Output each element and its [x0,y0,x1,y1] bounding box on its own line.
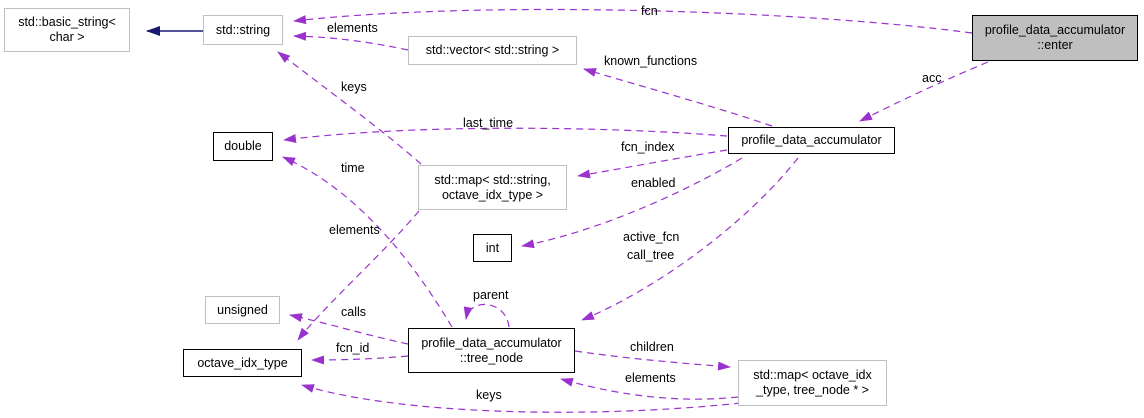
edge-label-fcn-index: fcn_index [621,140,675,154]
edge-keys-top [277,51,422,165]
edge-label-elements-mid: elements [329,223,380,237]
edge-label-keys-top: keys [341,80,367,94]
node-label: octave_idx_type [197,355,288,370]
node-double[interactable]: double [213,132,273,161]
edge-label-active-fcn: active_fcn [623,230,680,244]
node-label: std::vector< std::string > [425,43,560,58]
edge-label-last-time: last_time [463,116,514,130]
edge-keys-bottom [301,384,742,413]
edge-label-elements-top: elements [327,21,378,35]
edge-label-keys-bottom: keys [476,388,502,402]
node-profile-data-accumulator-enter: profile_data_accumulator ::enter [972,15,1138,61]
edge-label-elements-bottom: elements [625,371,676,385]
node-label: _type, tree_node * > [756,383,869,397]
edge-enabled [521,157,743,249]
node-octave-idx-type[interactable]: octave_idx_type [183,349,302,377]
node-label: octave_idx_type > [441,187,544,202]
edge-active-fcn-call-tree [581,157,799,321]
node-label: profile_data_accumulator [421,335,562,350]
node-label: char > [49,30,85,44]
edge-label-known-functions: known_functions [604,54,698,68]
node-label: std::basic_string< [18,15,116,30]
node-label: std::string [215,22,271,37]
edge-label-call-tree: call_tree [627,248,675,262]
edge-calls [289,313,409,345]
node-std-basic-string: std::basic_string< char > [4,8,130,52]
node-std-map-octave-idx-type-tree-node: std::map< octave_idx _type, tree_node * … [738,360,887,406]
edge-fcn [293,8,973,34]
edge-label-children: children [630,340,674,354]
edge-label-time: time [341,161,365,175]
edge-elements-mid [297,210,420,341]
node-unsigned: unsigned [205,296,280,324]
node-int[interactable]: int [473,234,512,262]
node-label: ::enter [1037,38,1073,52]
node-std-vector-string: std::vector< std::string > [408,36,577,65]
edge-label-fcn-id: fcn_id [336,341,370,355]
edge-children [574,350,731,371]
node-std-string: std::string [203,15,283,45]
node-label: std::map< octave_idx [753,368,872,383]
edge-label-calls: calls [341,305,367,319]
node-label: profile_data_accumulator [741,133,882,148]
node-profile-data-accumulator[interactable]: profile_data_accumulator [728,127,895,154]
node-label: double [224,139,262,154]
edge-elements-top [293,31,409,51]
node-label: int [485,240,500,255]
node-label: ::tree_node [459,350,524,365]
edge-label-parent: parent [473,288,509,302]
edge-fcn-id [311,355,409,365]
node-label: std::map< std::string, [434,172,551,187]
node-label: profile_data_accumulator [984,23,1126,38]
edge-acc [859,61,989,122]
edge-known-functions [583,68,773,127]
edge-label-enabled: enabled [631,176,676,190]
edge-last-time [283,127,728,143]
edge-label-fcn: fcn [641,4,658,18]
node-profile-data-accumulator-tree-node[interactable]: profile_data_accumulator ::tree_node [408,328,575,373]
node-std-map-string-octave-idx-type: std::map< std::string, octave_idx_type > [418,165,567,210]
edge-elements-bottom [560,377,739,400]
node-label: unsigned [217,302,268,317]
edge-parent-self-loop [463,303,510,328]
edge-fcn-index [577,149,728,179]
edge-label-acc: acc [922,71,942,85]
edge-time [282,156,453,328]
